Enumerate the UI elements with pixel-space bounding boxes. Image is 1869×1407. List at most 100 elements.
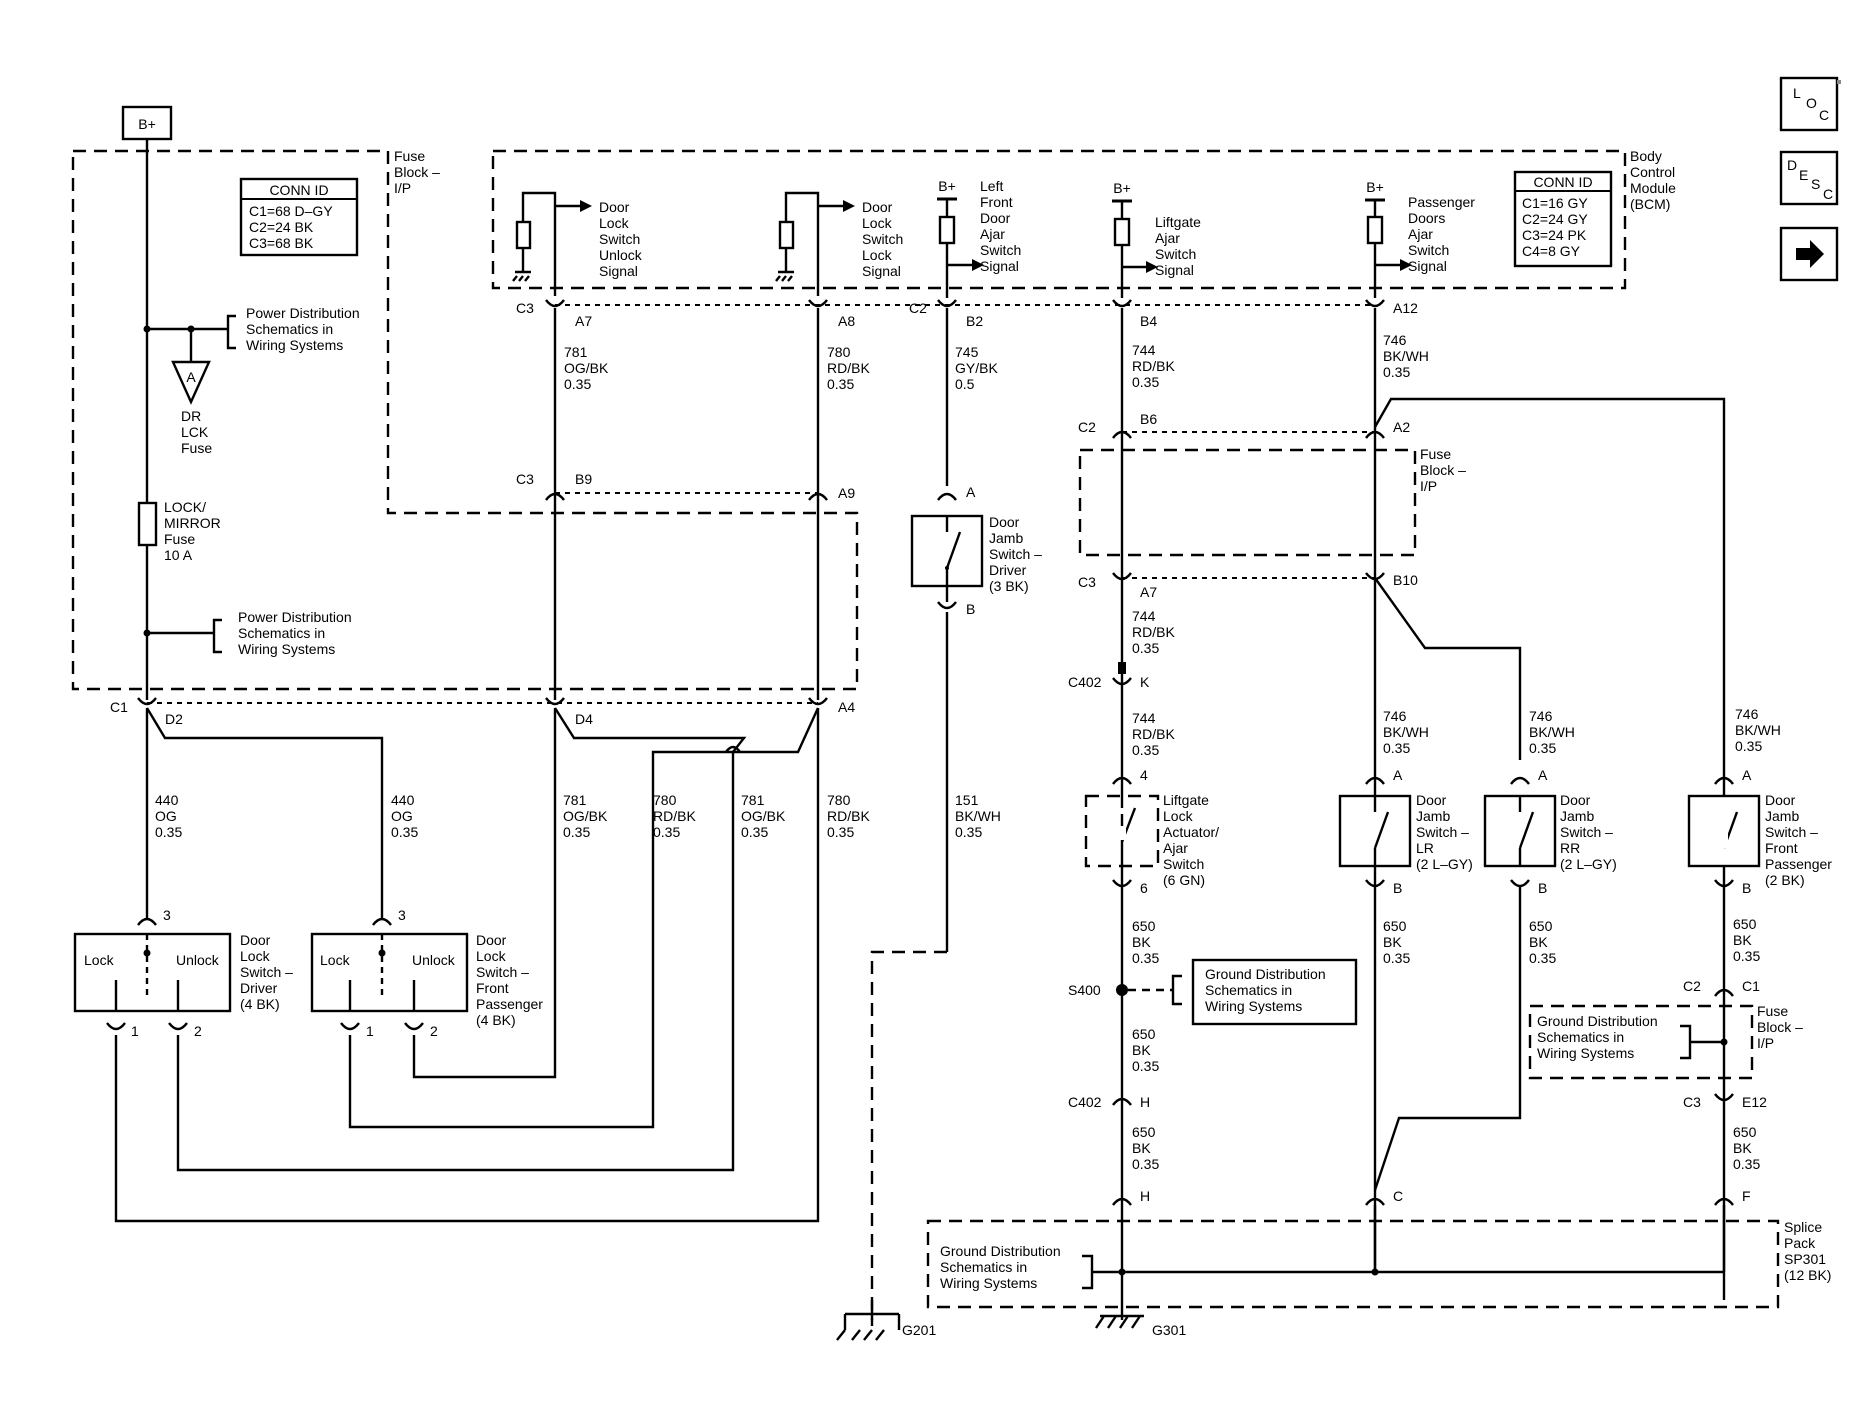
svg-text:745: 745: [955, 344, 979, 360]
svg-text:0.35: 0.35: [564, 376, 591, 392]
svg-text:Signal: Signal: [862, 263, 901, 279]
svg-text:Signal: Signal: [1408, 258, 1447, 274]
svg-text:(BCM): (BCM): [1630, 196, 1670, 212]
svg-text:BK: BK: [1383, 934, 1402, 950]
wire-650lr-label: 650 BK 0.35: [1383, 918, 1410, 966]
svg-text:Schematics in: Schematics in: [940, 1259, 1027, 1275]
conn-c3-e12-c3: C3: [1683, 1094, 1701, 1110]
liftgate-lock-label: Liftgate Lock Actuator/ Ajar Switch (6 G…: [1163, 792, 1219, 888]
next-page-button[interactable]: [1779, 226, 1839, 282]
svg-text:Passenger: Passenger: [1765, 856, 1832, 872]
svg-text:Driver: Driver: [240, 980, 278, 996]
svg-text:Schematics in: Schematics in: [246, 321, 333, 337]
wire-780-label: 780 RD/BK 0.35: [827, 344, 870, 392]
conn-b2-label: B2: [966, 313, 983, 329]
wire-746lr-label: 746 BK/WH 0.35: [1383, 708, 1429, 756]
svg-text:A: A: [186, 369, 196, 385]
svg-text:C1=68 D–GY: C1=68 D–GY: [249, 203, 333, 219]
svg-text:Wiring Systems: Wiring Systems: [238, 641, 335, 657]
svg-text:Schematics in: Schematics in: [1537, 1029, 1624, 1045]
bcm-liftgate-ajar-label: Liftgate Ajar Switch Signal: [1155, 214, 1201, 278]
svg-text:GY/BK: GY/BK: [955, 360, 998, 376]
svg-text:Pack: Pack: [1784, 1235, 1816, 1251]
wire-151-label: 151 BK/WH 0.35: [955, 792, 1001, 840]
svg-text:0.35: 0.35: [955, 824, 982, 840]
conn-a7b-label: A7: [1140, 584, 1157, 600]
svg-text:Ajar: Ajar: [1163, 840, 1188, 856]
svg-text:Schematics in: Schematics in: [1205, 982, 1292, 998]
loc-button[interactable]: L O C: [1779, 76, 1841, 132]
svg-text:Switch: Switch: [980, 242, 1021, 258]
desc-button[interactable]: D E S C: [1779, 150, 1839, 206]
wire-440b-label: 440 OG 0.35: [391, 792, 418, 840]
svg-text:B+: B+: [938, 178, 956, 194]
splice-pin-h: H: [1140, 1188, 1150, 1204]
ground-g201: [836, 1300, 901, 1341]
driver-jamb-pin-a: A: [966, 484, 976, 500]
svg-text:650: 650: [1733, 916, 1757, 932]
svg-text:LR: LR: [1416, 840, 1434, 856]
svg-text:650: 650: [1529, 918, 1553, 934]
bcm-connector-pins: [545, 299, 1385, 308]
wire-650fp2-label: 650 BK 0.35: [1733, 1124, 1760, 1172]
ground-g301: [1095, 1314, 1144, 1329]
bcm-lf-ajar-circuit: B+: [937, 178, 984, 298]
svg-text:Liftgate: Liftgate: [1163, 792, 1209, 808]
fp-jamb-pin-b: B: [1742, 880, 1751, 896]
conn-a8-label: A8: [838, 313, 855, 329]
wire-650b-label: 650 BK 0.35: [1132, 1026, 1159, 1074]
svg-text:0.35: 0.35: [1132, 742, 1159, 758]
svg-text:781: 781: [741, 792, 765, 808]
wire-781b-label: 781 OG/BK 0.35: [563, 792, 608, 840]
wire-780c-label: 780 RD/BK 0.35: [827, 792, 870, 840]
svg-text:Lock: Lock: [862, 215, 893, 231]
door-jamb-switch-rr: [1483, 794, 1557, 868]
svg-text:Ajar: Ajar: [980, 226, 1005, 242]
conn-c402-h-label: H: [1140, 1094, 1150, 1110]
svg-text:0.35: 0.35: [1529, 950, 1556, 966]
svg-text:Signal: Signal: [1155, 262, 1194, 278]
conn-a2-label: A2: [1393, 419, 1410, 435]
bcm-pass-ajar-circuit: B+: [1365, 179, 1412, 298]
svg-text:0.35: 0.35: [1132, 950, 1159, 966]
svg-text:780: 780: [827, 792, 851, 808]
svg-text:Passenger: Passenger: [476, 996, 543, 1012]
svg-text:BK: BK: [1733, 1140, 1752, 1156]
s400-label: S400: [1068, 982, 1101, 998]
fp-jamb-label: Door Jamb Switch – Front Passenger (2 BK…: [1765, 792, 1832, 888]
svg-text:Ground Distribution: Ground Distribution: [940, 1243, 1061, 1259]
conn-c3-label: C3: [516, 300, 534, 316]
svg-text:0.35: 0.35: [827, 376, 854, 392]
conn-c402-h-c402: C402: [1068, 1094, 1102, 1110]
svg-text:Jamb: Jamb: [989, 530, 1023, 546]
fuse-block-ip-title: Fuse Block – I/P: [394, 148, 440, 196]
conn-d2-label: D2: [165, 711, 183, 727]
lock-mirror-fuse: [137, 501, 158, 547]
svg-text:Actuator/: Actuator/: [1163, 824, 1219, 840]
svg-text:(4 BK): (4 BK): [240, 996, 280, 1012]
wire-746-to-fp: [1373, 397, 1726, 760]
svg-text:Power Distribution: Power Distribution: [238, 609, 352, 625]
ground-dist-fp-label: Ground Distribution Schematics in Wiring…: [1537, 1013, 1658, 1061]
dr-lck-fuse-label: DR LCK Fuse: [181, 408, 212, 456]
svg-text:BK: BK: [1733, 932, 1752, 948]
svg-text:650: 650: [1733, 1124, 1757, 1140]
svg-text:Signal: Signal: [599, 263, 638, 279]
fp-pin-1: 1: [366, 1023, 374, 1039]
svg-text:SP301: SP301: [1784, 1251, 1826, 1267]
svg-text:Switch –: Switch –: [1765, 824, 1818, 840]
bplus-box: [121, 105, 173, 141]
fp-lock-switch-label: Door Lock Switch – Front Passenger (4 BK…: [476, 932, 543, 1028]
svg-text:0.35: 0.35: [1132, 1058, 1159, 1074]
svg-text:Door: Door: [980, 210, 1011, 226]
svg-text:0.35: 0.35: [653, 824, 680, 840]
svg-text:C4=8 GY: C4=8 GY: [1522, 243, 1581, 259]
bcm-lock-label: Door Lock Switch Lock Signal: [862, 199, 903, 279]
wire-780-to-fp: [348, 707, 820, 1129]
svg-text:440: 440: [155, 792, 179, 808]
loc-o: O: [1806, 95, 1817, 111]
svg-text:0.35: 0.35: [1383, 950, 1410, 966]
svg-text:0.35: 0.35: [155, 824, 182, 840]
svg-text:BK: BK: [1132, 934, 1151, 950]
liftgate-lock-actuator: [1084, 794, 1160, 868]
